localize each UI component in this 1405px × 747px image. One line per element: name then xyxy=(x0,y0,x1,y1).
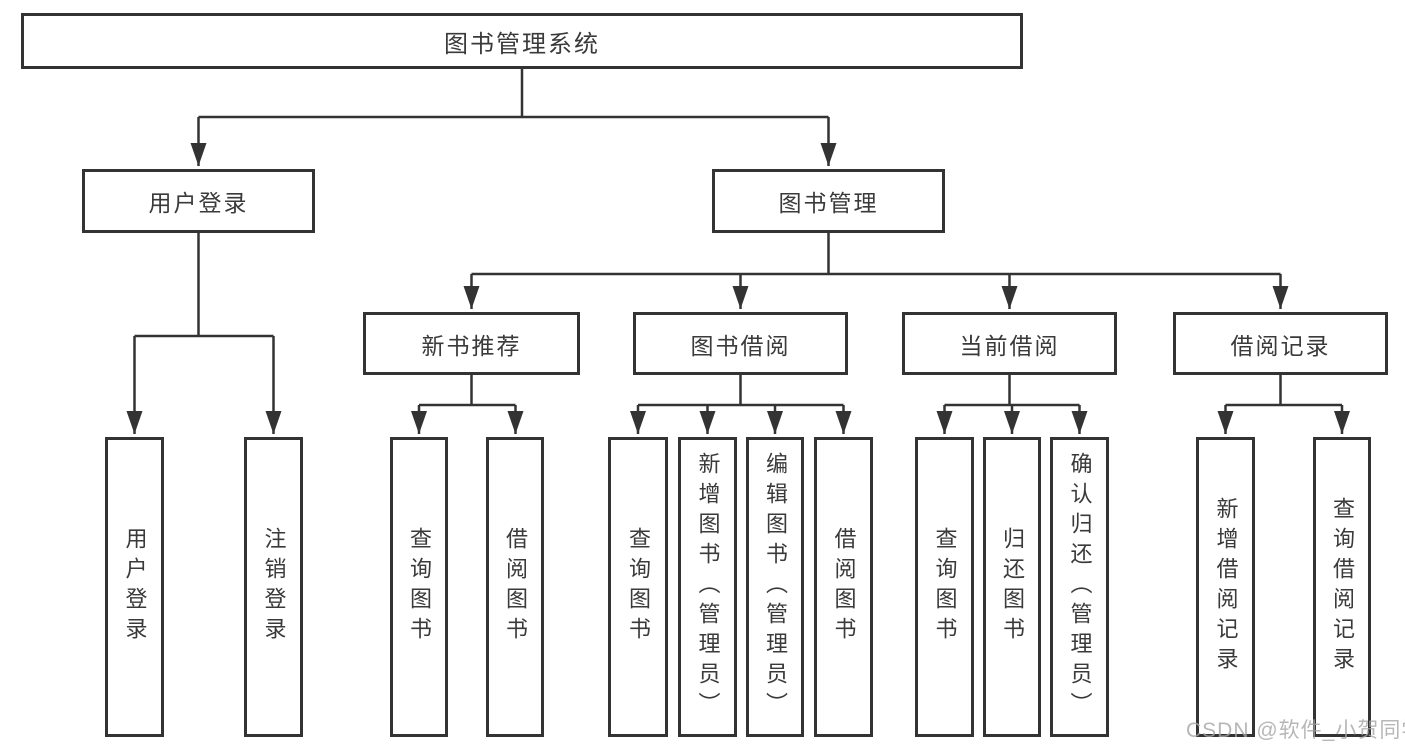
node-current-borrow: 当前借阅 xyxy=(902,312,1117,375)
leaf-borrow-books-recommend: 借阅图书 xyxy=(486,437,544,737)
leaf-logout: 注销登录 xyxy=(244,437,303,737)
leaf-label: 新增图书（管理员） xyxy=(695,452,721,722)
leaf-label: 查询图书 xyxy=(932,527,958,647)
leaf-query-books-current: 查询图书 xyxy=(915,437,974,737)
leaf-label: 确认归还（管理员） xyxy=(1067,452,1093,722)
leaf-label: 查询图书 xyxy=(626,527,651,647)
leaf-add-books-admin: 新增图书（管理员） xyxy=(678,437,737,737)
leaf-edit-books-admin: 编辑图书（管理员） xyxy=(746,437,804,737)
leaf-query-books-borrow: 查询图书 xyxy=(608,437,668,737)
leaf-add-borrow-record: 新增借阅记录 xyxy=(1196,437,1255,737)
leaf-label: 编辑图书（管理员） xyxy=(763,452,788,722)
leaf-return-books: 归还图书 xyxy=(983,437,1041,737)
leaf-user-login: 用户登录 xyxy=(105,437,164,737)
leaf-confirm-return-admin: 确认归还（管理员） xyxy=(1050,437,1109,737)
node-book-borrow: 图书借阅 xyxy=(633,312,848,375)
node-borrow-record: 借阅记录 xyxy=(1173,312,1388,375)
node-book-management: 图书管理 xyxy=(712,169,945,233)
node-new-book-recommend: 新书推荐 xyxy=(363,312,580,375)
node-label: 图书管理系统 xyxy=(444,30,600,58)
node-label: 新书推荐 xyxy=(421,332,522,359)
node-label: 图书借阅 xyxy=(690,332,791,359)
leaf-label: 归还图书 xyxy=(1000,527,1025,647)
leaf-query-books-recommend: 查询图书 xyxy=(390,437,448,737)
leaf-label: 借阅图书 xyxy=(831,527,857,647)
node-label: 当前借阅 xyxy=(959,332,1060,359)
leaf-label: 注销登录 xyxy=(261,527,287,647)
leaf-query-borrow-record: 查询借阅记录 xyxy=(1313,437,1371,737)
leaf-label: 用户登录 xyxy=(122,527,148,647)
leaf-label: 查询图书 xyxy=(407,527,432,647)
node-label: 用户登录 xyxy=(148,190,249,216)
leaf-label: 新增借阅记录 xyxy=(1213,497,1239,677)
node-label: 图书管理 xyxy=(778,190,879,216)
node-root-system: 图书管理系统 xyxy=(21,13,1023,69)
node-label: 借阅记录 xyxy=(1230,332,1331,359)
leaf-label: 借阅图书 xyxy=(503,527,528,647)
node-user-login: 用户登录 xyxy=(82,169,315,233)
csdn-watermark: CSDN @软件_小贺同学 xyxy=(1186,719,1405,742)
leaf-label: 查询借阅记录 xyxy=(1330,497,1355,677)
leaf-borrow-books: 借阅图书 xyxy=(814,437,873,737)
